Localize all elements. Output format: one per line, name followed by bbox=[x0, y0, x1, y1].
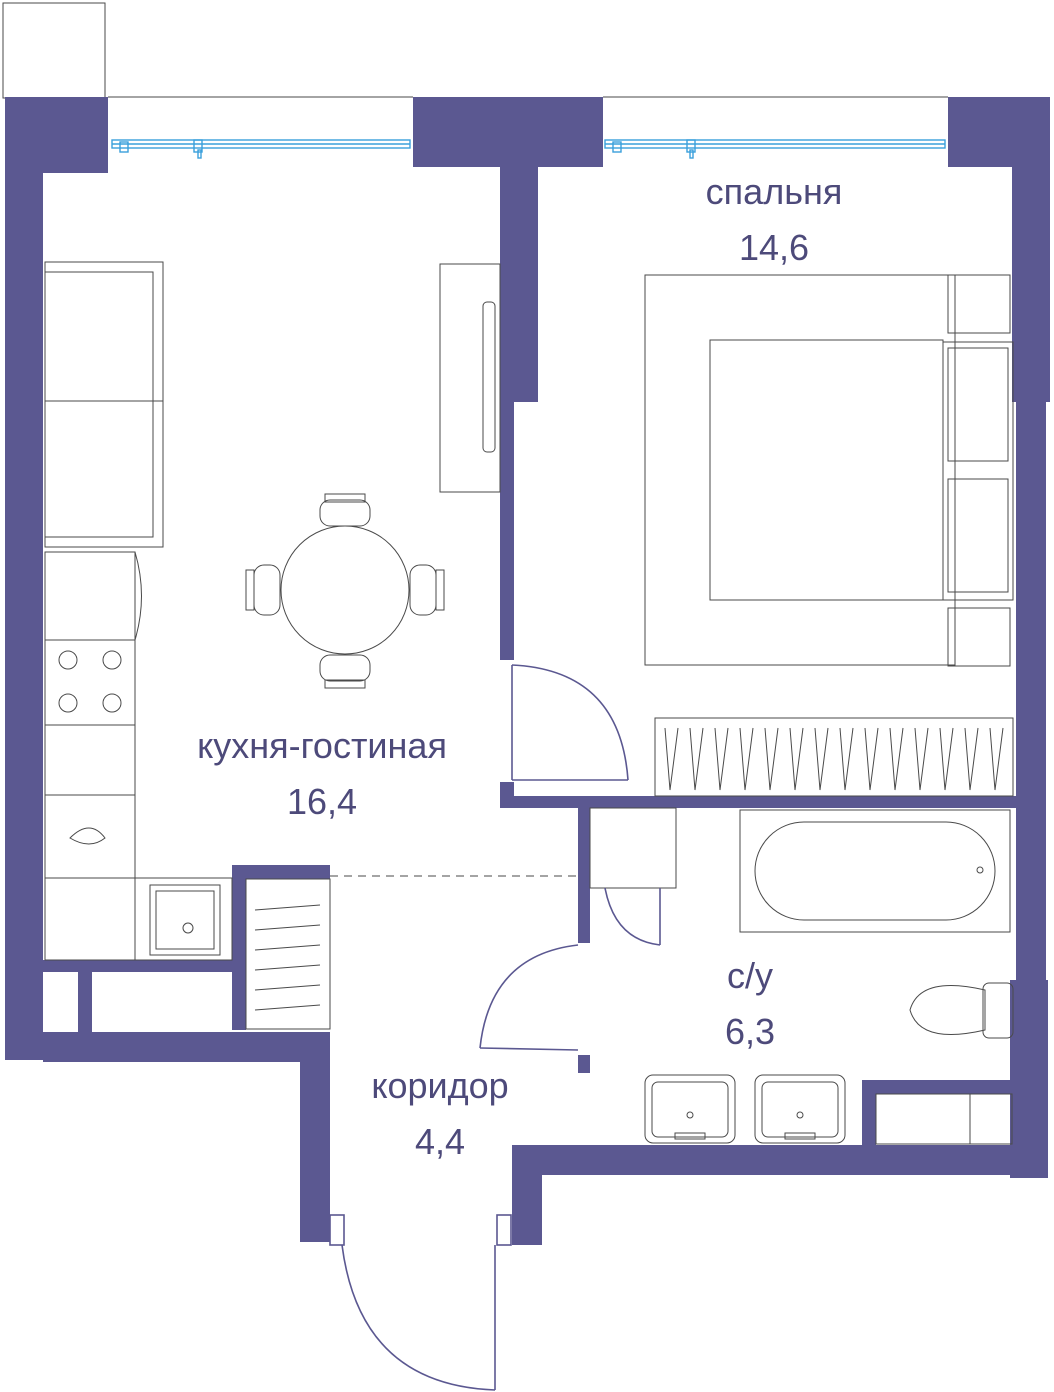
door-entrance bbox=[329, 1214, 512, 1391]
window-right bbox=[604, 139, 946, 159]
room-area-kitchen-living: 16,4 bbox=[286, 781, 358, 822]
room-label-kitchen-living: кухня-гостиная 16,4 bbox=[170, 728, 474, 820]
room-name-bedroom: спальня bbox=[705, 171, 843, 212]
door-bathroom bbox=[479, 944, 579, 1051]
room-area-corridor: 4,4 bbox=[414, 1121, 466, 1162]
kitchen-counter bbox=[44, 551, 233, 961]
room-name-kitchen-living: кухня-гостиная bbox=[197, 725, 447, 766]
bath-niche bbox=[875, 1093, 1013, 1145]
room-label-bedroom: спальня 14,6 bbox=[694, 174, 854, 266]
bathtub bbox=[739, 809, 1011, 933]
sofa bbox=[44, 261, 164, 548]
dining-table bbox=[245, 493, 445, 689]
bedside-and-shelves bbox=[942, 274, 1014, 667]
room-label-corridor: коридор 4,4 bbox=[350, 1068, 530, 1160]
door-bedroom bbox=[511, 664, 629, 781]
closet-door-small bbox=[589, 807, 677, 946]
toilet bbox=[909, 982, 1014, 1039]
wardrobe bbox=[245, 878, 331, 1030]
room-name-corridor: коридор bbox=[371, 1065, 509, 1106]
sinks bbox=[644, 1074, 846, 1144]
room-area-bathroom: 6,3 bbox=[724, 1011, 776, 1052]
room-label-bathroom: с/у 6,3 bbox=[700, 958, 800, 1050]
balcony-outline bbox=[2, 2, 106, 99]
bedroom-wardrobe bbox=[654, 717, 1014, 797]
room-name-bathroom: с/у bbox=[726, 955, 773, 996]
bed bbox=[644, 274, 956, 666]
tv-stand bbox=[439, 263, 501, 493]
window-left bbox=[111, 139, 411, 159]
room-area-bedroom: 14,6 bbox=[738, 227, 810, 268]
walls bbox=[5, 97, 1050, 1245]
